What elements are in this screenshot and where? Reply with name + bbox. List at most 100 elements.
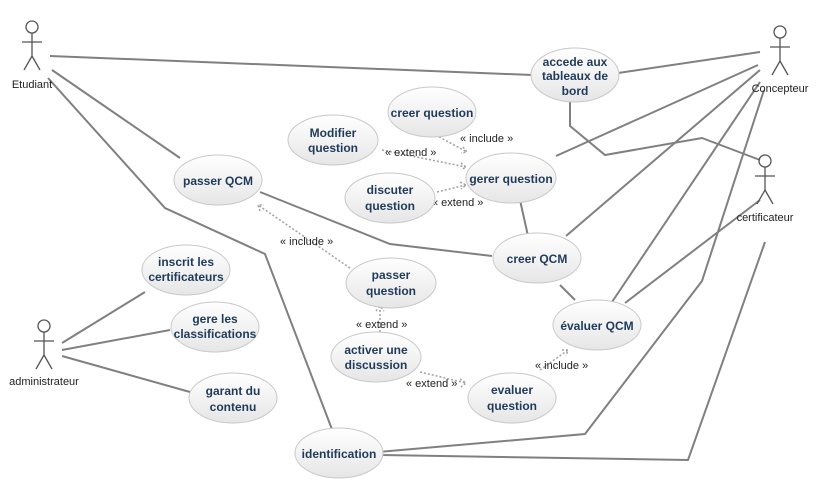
use-case-shape: [344, 172, 436, 224]
use-case-line-1: inscrit les: [158, 255, 214, 269]
use-case-shape: [387, 86, 477, 138]
use-case-shape: [345, 257, 437, 309]
use-case-shape: [188, 372, 278, 424]
use-case-modifier-question[interactable]: Modifier question: [287, 114, 379, 166]
use-case-gerer-question[interactable]: gerer question: [465, 152, 557, 204]
use-case-line-1: garant du: [206, 384, 261, 398]
use-case-shape: [465, 152, 557, 204]
use-case-line-1: passer: [372, 268, 411, 282]
stick-figure-icon: [22, 20, 42, 71]
use-case-accede-tableaux[interactable]: accede aux tableaux de bord: [530, 47, 620, 103]
include-evaluer-qcm-arrow: [562, 349, 570, 357]
stick-figure-icon: [755, 154, 775, 205]
use-case-line-2: contenu: [210, 400, 257, 414]
assoc-admin-classifications: [61, 329, 171, 351]
use-case-line-1: gere les: [192, 312, 238, 326]
actor-label: Etudiant: [12, 79, 52, 91]
use-case-shape: [173, 154, 263, 206]
assoc-admin-garant: [61, 355, 191, 393]
use-case-creer-question[interactable]: creer question: [387, 86, 477, 138]
stick-figure-icon: [34, 319, 54, 370]
assoc-creer-qcm-evaluer-qcm: [559, 284, 576, 301]
use-case-activer-discussion[interactable]: activer une discussion: [330, 331, 422, 383]
associations: [47, 51, 766, 462]
use-case-line-2: discussion: [345, 358, 408, 372]
use-case-line-1: creer QCM: [507, 252, 568, 266]
use-case-shape: [141, 244, 231, 296]
actor-concepteur[interactable]: Concepteur: [752, 25, 809, 95]
use-case-line-1: activer une: [344, 343, 408, 357]
use-case-identification[interactable]: identification: [294, 427, 384, 479]
use-case-line-2: certificateurs: [148, 270, 224, 284]
use-case-line-1: gerer question: [469, 172, 552, 186]
use-case-discuter-question[interactable]: discuter question: [344, 172, 436, 224]
use-case-line-1: evaluer: [491, 383, 533, 397]
label-extend-discuter-question: « extend »: [432, 197, 483, 209]
actor-label: Concepteur: [752, 83, 809, 95]
assoc-certificateur-evaluer-qcm: [624, 199, 761, 304]
assoc-accede-certificateur: [569, 102, 761, 161]
assoc-concepteur-creer-qcm: [565, 69, 761, 237]
use-case-passer-qcm[interactable]: passer QCM: [173, 154, 263, 206]
use-case-line-1: creer question: [391, 106, 474, 120]
assoc-identification-concepteur: [377, 89, 765, 453]
use-case-shape: [530, 47, 620, 103]
label-include-evaluer-qcm: « include »: [535, 360, 588, 372]
use-case-line-2: question: [365, 199, 415, 213]
use-case-inscrit-certificateurs[interactable]: inscrit les certificateurs: [141, 244, 231, 296]
assoc-concepteur-evaluer-qcm: [611, 81, 761, 303]
dependencies: [256, 132, 570, 388]
use-case-gere-classifications[interactable]: gere les classifications: [170, 301, 260, 353]
use-case-line-1: accede aux: [543, 55, 608, 69]
use-case-shape: [467, 372, 557, 424]
use-case-line-3: bord: [562, 84, 589, 98]
use-case-evaluer-question[interactable]: evaluer question: [467, 372, 557, 424]
use-case-line-2: question: [366, 284, 416, 298]
assoc-accede-concepteur: [617, 51, 761, 74]
use-case-line-1: identification: [302, 447, 377, 461]
label-extend-evaluer-question: « extend »: [406, 378, 457, 390]
extend-discuter-question: [436, 184, 467, 193]
use-case-line-1: passer QCM: [183, 174, 253, 188]
use-case-shape: [330, 331, 422, 383]
include-creer-question: [431, 132, 468, 153]
use-case-shape: [287, 114, 379, 166]
use-case-line-2: classifications: [174, 327, 257, 341]
include-passer-question: [257, 204, 351, 269]
actor-label: certificateur: [737, 212, 794, 224]
use-case-creer-qcm[interactable]: creer QCM: [492, 232, 582, 284]
assoc-admin-inscrit: [61, 291, 146, 344]
actor-administrateur[interactable]: administrateur: [9, 319, 79, 388]
assoc-passer-qcm-creer-qcm: [259, 191, 493, 257]
assoc-identification-certificateur: [379, 241, 766, 462]
use-case-shape: [294, 427, 384, 479]
actor-certificateur[interactable]: certificateur: [737, 154, 794, 224]
actor-etudiant[interactable]: Etudiant: [12, 20, 52, 91]
use-case-line-2: question: [487, 399, 537, 413]
use-case-shape: [552, 299, 642, 351]
use-case-passer-question[interactable]: passer question: [345, 257, 437, 309]
use-case-evaluer-qcm[interactable]: évaluer QCM: [552, 299, 642, 351]
use-case-garant-contenu[interactable]: garant du contenu: [188, 372, 278, 424]
label-extend-activer-discussion: « extend »: [356, 319, 407, 331]
use-case-line-1: Modifier: [310, 126, 357, 140]
actor-label: administrateur: [9, 376, 79, 388]
assoc-etudiant-passer-qcm: [51, 69, 181, 159]
assoc-gerer-creer-qcm: [519, 199, 529, 237]
use-case-line-2: question: [308, 141, 358, 155]
use-case-line-2: tableaux de: [542, 69, 608, 83]
use-case-line-1: évaluer QCM: [560, 319, 633, 333]
assoc-concepteur-gerer: [555, 64, 759, 157]
stereotype-labels: « include » « extend » « extend » « incl…: [280, 133, 588, 390]
assoc-etudiant-identification: [47, 77, 334, 433]
include-evaluer-qcm: [539, 349, 569, 371]
assoc-etudiant-accede: [49, 55, 533, 76]
use-case-line-1: discuter: [367, 183, 414, 197]
stick-figure-icon: [770, 25, 790, 76]
label-include-creer-question: « include »: [460, 133, 513, 145]
label-extend-modifier-question: « extend »: [385, 147, 436, 159]
use-case-shape: [492, 232, 582, 284]
label-include-passer-question: « include »: [280, 236, 333, 248]
